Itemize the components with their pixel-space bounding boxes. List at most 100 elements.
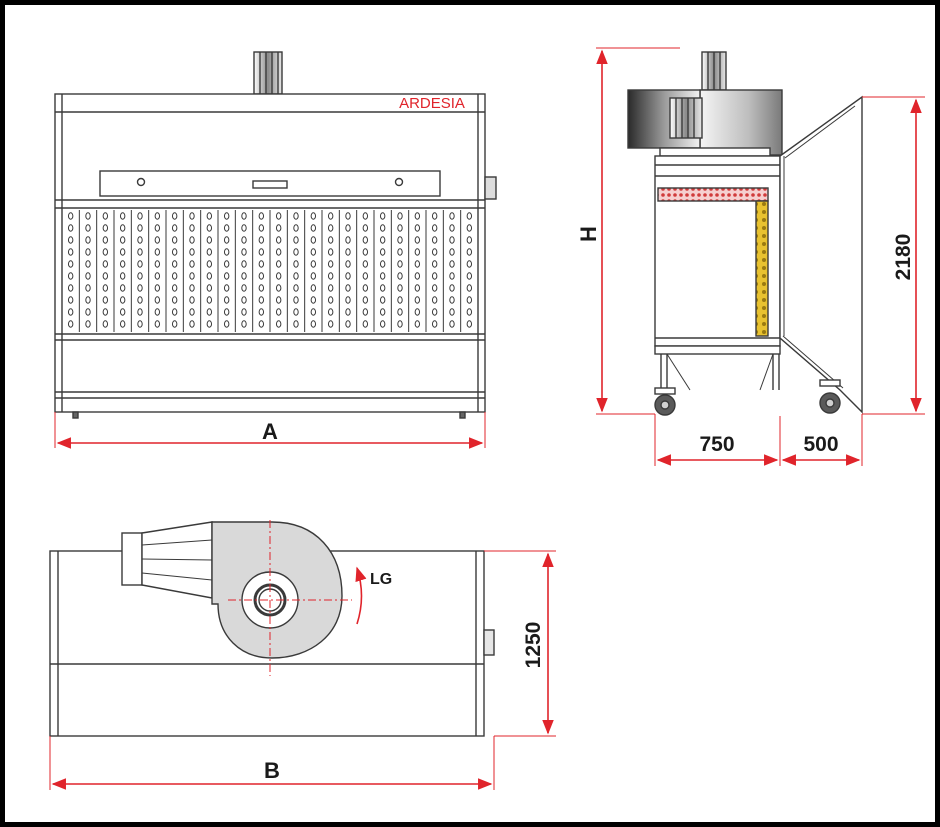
filter-hole: [223, 296, 230, 304]
filter-hole: [154, 224, 161, 232]
filter-hole: [466, 260, 473, 268]
filter-hole: [67, 320, 74, 328]
filter-hole: [466, 236, 473, 244]
filter-hole: [449, 236, 455, 244]
filter-hole: [223, 236, 230, 244]
rotation-label: LG: [370, 571, 392, 588]
filter-hole: [241, 308, 247, 316]
yellow-filter: [755, 200, 769, 337]
filter-hole: [397, 236, 403, 244]
filter-hole: [119, 320, 126, 328]
filter-hole: [119, 308, 126, 316]
filter-hole: [119, 260, 126, 268]
filter-hole: [223, 212, 230, 220]
filter-hole: [379, 212, 386, 220]
filter-hole: [258, 296, 265, 304]
filter-hole: [466, 272, 473, 280]
filter-hole: [397, 284, 403, 292]
filter-hole: [379, 236, 386, 244]
filter-hole: [223, 248, 230, 256]
filter-hole: [223, 260, 230, 268]
filter-hole: [67, 284, 74, 292]
filter-hole: [431, 260, 438, 268]
filter-hole: [327, 320, 334, 328]
filter-hole: [466, 248, 473, 256]
filter-hole: [293, 224, 299, 232]
filter-hole: [310, 296, 317, 304]
filter-hole: [189, 236, 195, 244]
dimension-h: [596, 47, 680, 415]
filter-hole: [137, 272, 143, 280]
filter-hole: [154, 320, 161, 328]
filter-hole: [345, 248, 351, 256]
filter-hole: [137, 248, 143, 256]
filter-hole: [327, 212, 334, 220]
filter-hole: [241, 284, 247, 292]
filter-hole: [102, 308, 109, 316]
filter-hole: [137, 236, 143, 244]
filter-hole: [293, 284, 299, 292]
filter-hole: [102, 212, 109, 220]
filter-hole: [414, 296, 421, 304]
filter-hole: [275, 260, 282, 268]
front-view: [54, 51, 497, 419]
filter-hole: [171, 212, 178, 220]
filter-hole: [67, 248, 74, 256]
filter-hole: [414, 236, 421, 244]
filter-hole: [206, 284, 213, 292]
light-panel: [99, 170, 441, 197]
filter-hole: [119, 296, 126, 304]
filter-hole: [431, 284, 438, 292]
filter-hole: [293, 236, 299, 244]
filter-hole: [379, 260, 386, 268]
filter-hole: [310, 272, 317, 280]
filter-hole: [379, 284, 386, 292]
filter-hole: [102, 236, 109, 244]
brand-label: ARDESIA: [399, 95, 465, 112]
filter-hole: [414, 248, 421, 256]
filter-hole: [85, 272, 91, 280]
filter-hole: [171, 296, 178, 304]
dimension-a: [54, 412, 486, 449]
filter-hole: [223, 272, 230, 280]
filter-hole: [241, 224, 247, 232]
filter-hole: [67, 308, 74, 316]
filter-hole: [223, 224, 230, 232]
filter-hole: [414, 272, 421, 280]
filter-hole: [310, 224, 317, 232]
rotation-arrow: [355, 566, 367, 625]
filter-hole: [258, 236, 265, 244]
filter-hole: [189, 260, 195, 268]
filter-hole: [345, 260, 351, 268]
filter-hole: [466, 308, 473, 316]
filter-hole: [154, 284, 161, 292]
filter-hole: [85, 212, 91, 220]
filter-hole: [431, 296, 438, 304]
filter-hole: [85, 320, 91, 328]
filter-hole: [362, 284, 369, 292]
filter-hole: [206, 296, 213, 304]
filter-hole: [466, 212, 473, 220]
filter-hole: [154, 260, 161, 268]
dimension-b-label: B: [264, 758, 280, 783]
filter-hole: [310, 236, 317, 244]
fan-centre-lines: [228, 520, 352, 676]
filter-hole: [431, 308, 438, 316]
fan-duct-top: [121, 521, 213, 599]
dimension-depth: [654, 414, 863, 466]
filter-hole: [379, 272, 386, 280]
side-handle-top: [483, 629, 495, 656]
filter-hole: [85, 260, 91, 268]
filter-hole: [362, 236, 369, 244]
filter-hole: [189, 296, 195, 304]
wheel-left: [654, 387, 676, 416]
filter-hole: [206, 212, 213, 220]
filter-hole: [414, 260, 421, 268]
filter-hole: [137, 260, 143, 268]
motor-cap-side: [701, 51, 727, 91]
filter-hole: [310, 212, 317, 220]
filter-hole: [397, 212, 403, 220]
filter-hole: [67, 260, 74, 268]
filter-hole: [171, 320, 178, 328]
